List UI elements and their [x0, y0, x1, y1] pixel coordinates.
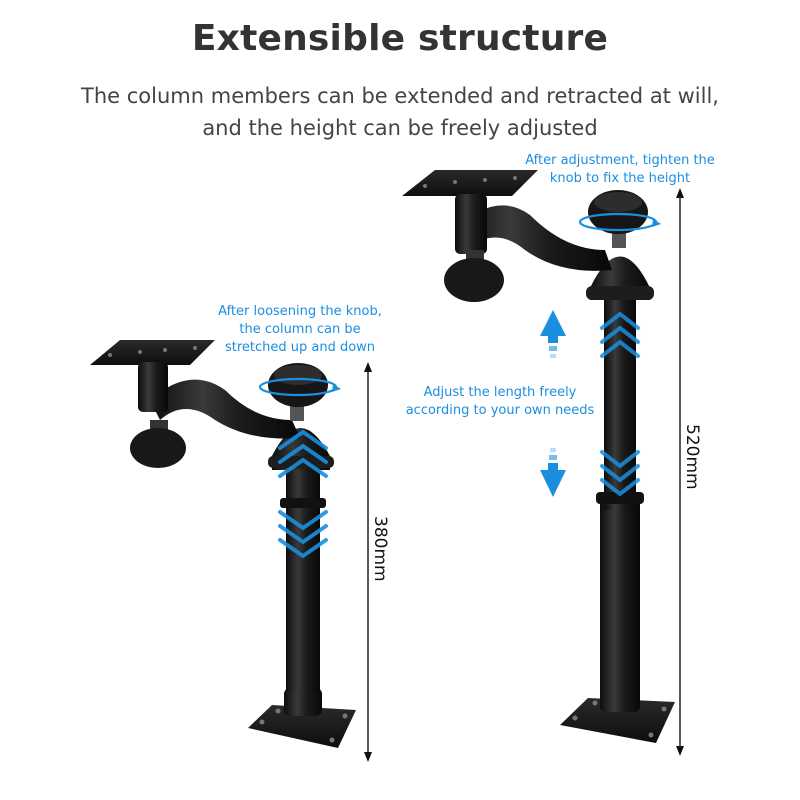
short-base-plate: [248, 705, 356, 748]
loosen-note-line-1: After loosening the knob,: [218, 304, 382, 319]
arrow-up-icon: [540, 310, 566, 358]
short-side-knob: [130, 428, 186, 468]
chevron-icon: [600, 311, 640, 497]
short-mount: [90, 340, 356, 748]
chevron-icon: [278, 429, 328, 559]
tall-mount-guides: [578, 212, 661, 497]
tall-side-knob: [444, 258, 504, 302]
tall-top-plate: [402, 170, 538, 196]
short-mount-guides: [258, 377, 341, 559]
loosen-note-line-3: stretched up and down: [224, 340, 376, 355]
adjust-note: Adjust the length freely according to yo…: [395, 384, 605, 420]
page-subtitle: The column members can be extended and r…: [0, 80, 800, 144]
loosen-note: After loosening the knob, the column can…: [205, 303, 395, 357]
tall-column-lower: [600, 500, 640, 690]
subtitle-line-2: and the height can be freely adjusted: [202, 116, 598, 140]
subtitle-line-1: The column members can be extended and r…: [81, 84, 719, 108]
tighten-note-line-1: After adjustment, tighten the: [525, 153, 715, 168]
page-title: Extensible structure: [191, 18, 609, 59]
tighten-note: After adjustment, tighten the knob to fi…: [510, 152, 730, 188]
adjust-note-line-1: Adjust the length freely: [423, 385, 577, 400]
adjust-note-line-2: according to your own needs: [405, 403, 595, 418]
short-height-label: 380mm: [370, 516, 390, 582]
short-top-plate: [90, 340, 215, 365]
tall-dimension-line: [676, 188, 684, 756]
loosen-note-line-2: the column can be: [239, 322, 361, 337]
short-dimension-line: [364, 362, 372, 762]
arrow-down-icon: [540, 448, 566, 497]
tall-height-label: 520mm: [682, 424, 702, 490]
tighten-note-line-2: knob to fix the height: [549, 171, 691, 186]
tall-base-plate: [560, 698, 675, 743]
